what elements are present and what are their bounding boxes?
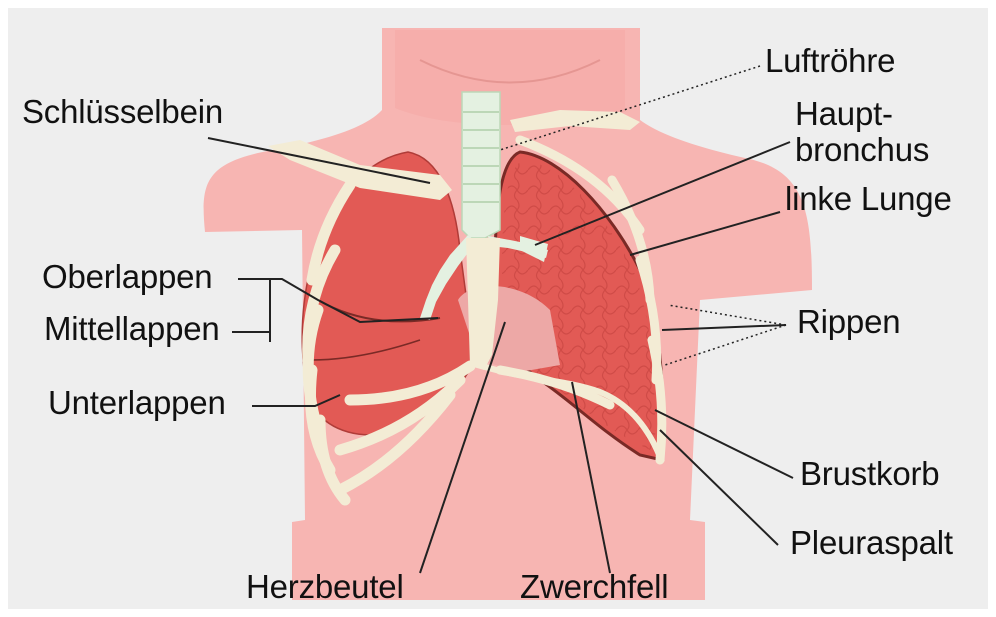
- label-zwerchfell: Zwerchfell: [520, 570, 668, 604]
- neck: [395, 30, 625, 125]
- label-schluesselbein: Schlüsselbein: [22, 95, 223, 129]
- label-hauptbronchus-line2: bronchus: [795, 132, 929, 168]
- label-herzbeutel: Herzbeutel: [246, 570, 404, 604]
- label-linke-lunge: linke Lunge: [785, 182, 952, 216]
- label-hauptbronchus-line1: Haupt-: [795, 96, 929, 132]
- label-pleuraspalt: Pleuraspalt: [790, 526, 953, 560]
- label-brustkorb: Brustkorb: [800, 457, 939, 491]
- label-hauptbronchus: Haupt- bronchus: [795, 96, 929, 168]
- label-unterlappen: Unterlappen: [48, 386, 226, 420]
- label-oberlappen: Oberlappen: [42, 260, 212, 294]
- label-mittellappen: Mittellappen: [44, 312, 220, 346]
- label-rippen: Rippen: [797, 305, 900, 339]
- label-luftroehre: Luftröhre: [765, 44, 895, 78]
